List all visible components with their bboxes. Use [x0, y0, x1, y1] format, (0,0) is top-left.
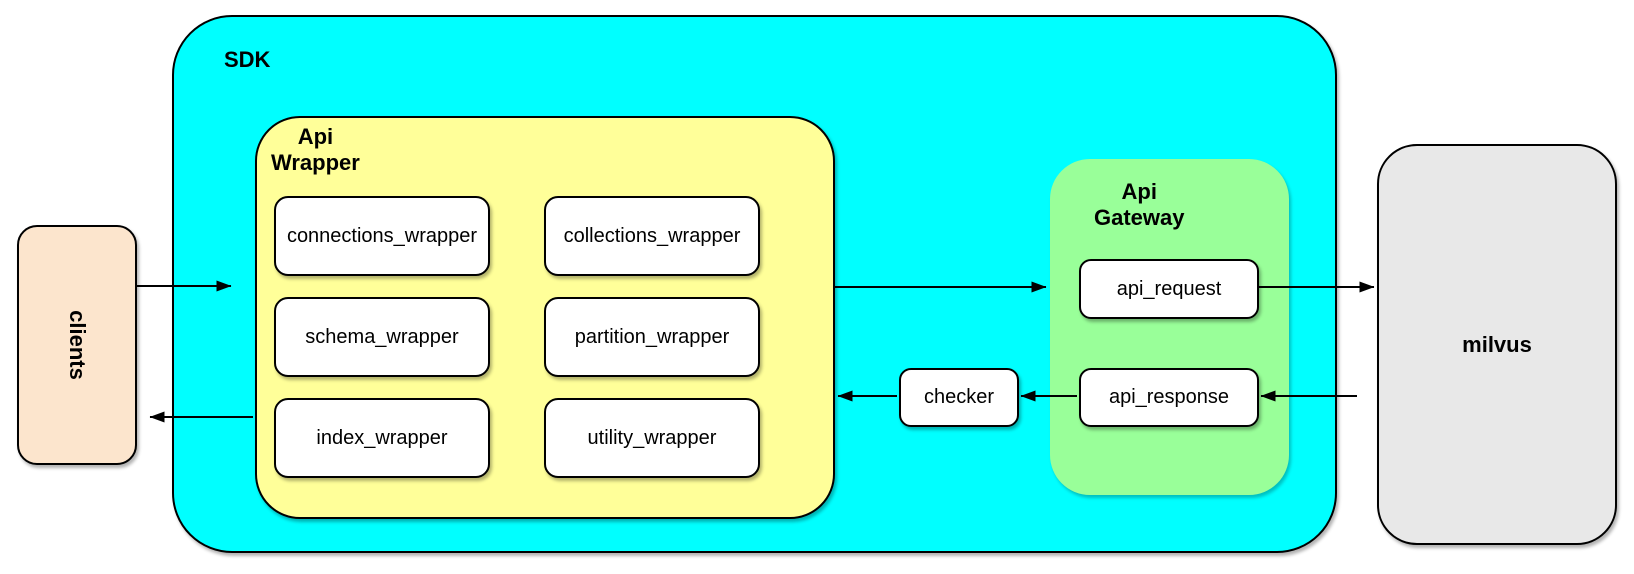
api-wrapper-label-line2: Wrapper: [271, 150, 360, 175]
api-request-box: api_request: [1079, 259, 1259, 319]
module-index-wrapper: index_wrapper: [274, 398, 490, 478]
api-wrapper-modules: connections_wrapper collections_wrapper …: [274, 196, 760, 478]
module-schema-wrapper: schema_wrapper: [274, 297, 490, 377]
checker-label: checker: [923, 386, 995, 408]
api-wrapper-box: Api Wrapper connections_wrapper collecti…: [255, 116, 835, 519]
clients-box: clients: [17, 225, 137, 465]
api-gateway-box: Api Gateway api_request api_response: [1050, 159, 1289, 495]
api-gateway-label-line1: Api: [1121, 179, 1157, 204]
sdk-label: SDK: [224, 47, 271, 72]
module-partition-wrapper: partition_wrapper: [544, 297, 760, 377]
api-gateway-label-line2: Gateway: [1094, 205, 1185, 230]
api-gateway-label: Api Gateway: [1094, 179, 1185, 231]
api-wrapper-label: Api Wrapper: [271, 124, 360, 176]
clients-label: clients: [64, 310, 90, 380]
module-collections-wrapper: collections_wrapper: [544, 196, 760, 276]
module-connections-wrapper: connections_wrapper: [274, 196, 490, 276]
module-utility-wrapper: utility_wrapper: [544, 398, 760, 478]
checker-box: checker: [899, 368, 1019, 427]
milvus-box: milvus: [1377, 144, 1617, 545]
api-wrapper-label-line1: Api: [297, 124, 334, 149]
api-response-box: api_response: [1079, 368, 1259, 427]
milvus-label: milvus: [1462, 331, 1532, 357]
sdk-container: SDK Api Wrapper connections_wrapper coll…: [172, 15, 1337, 553]
